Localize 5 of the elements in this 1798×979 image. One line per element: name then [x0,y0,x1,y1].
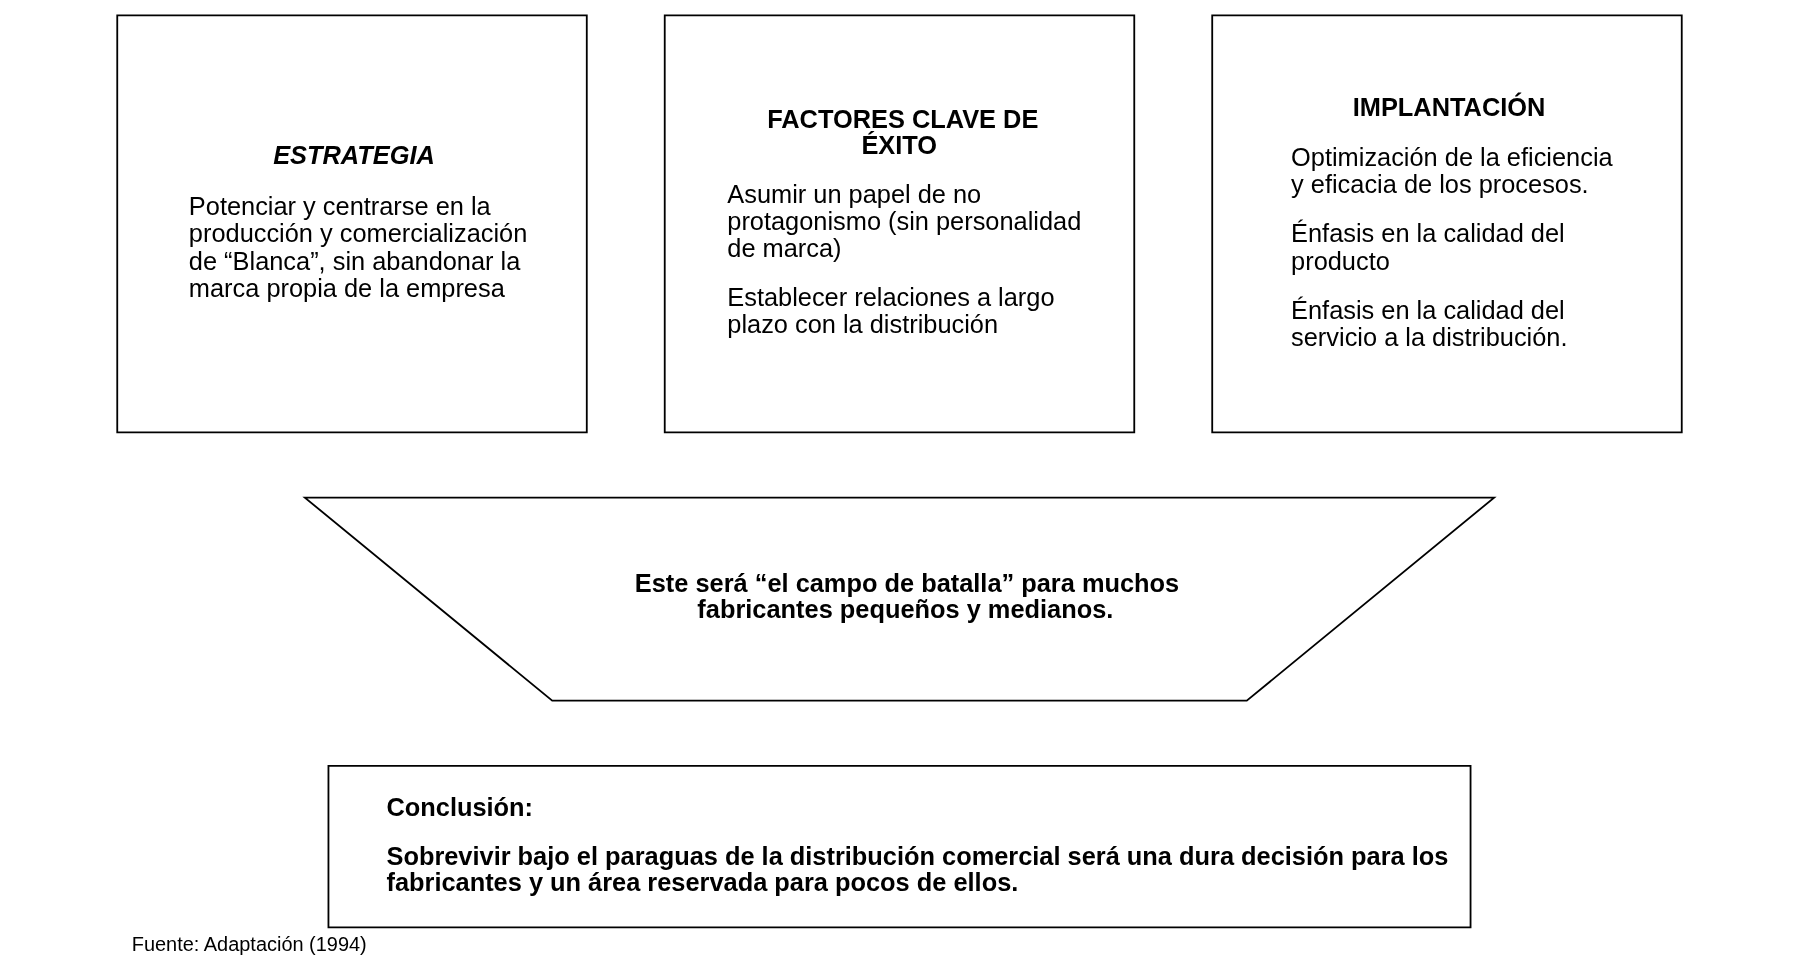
node-box: Conclusión: Sobrevivir bajo el paraguas de la distribución comercial será una dura decisión para los fabricantes y un área reservada para pocos de ellos. [327,765,1471,929]
node-box: IMPLANTACIÓN Optimización de la eficiencia y eficacia de los procesos. Énfasis en la calidad del producto Énfasis en la calidad del servicio a la distribución. [1210,14,1683,434]
node-box: ESTRATEGIA Potenciar y centrarse en la producción y comercialización de “Blanca”, sin abandonar la marca propia de la empresa [115,14,588,434]
caption: Fuente: Adaptación (1994) [131,932,367,955]
node-box: FACTORES CLAVE DE ÉXITO Asumir un papel de no protagonismo (sin personalidad de marca) Establecer relaciones a largo plazo con la distribución [663,14,1135,434]
